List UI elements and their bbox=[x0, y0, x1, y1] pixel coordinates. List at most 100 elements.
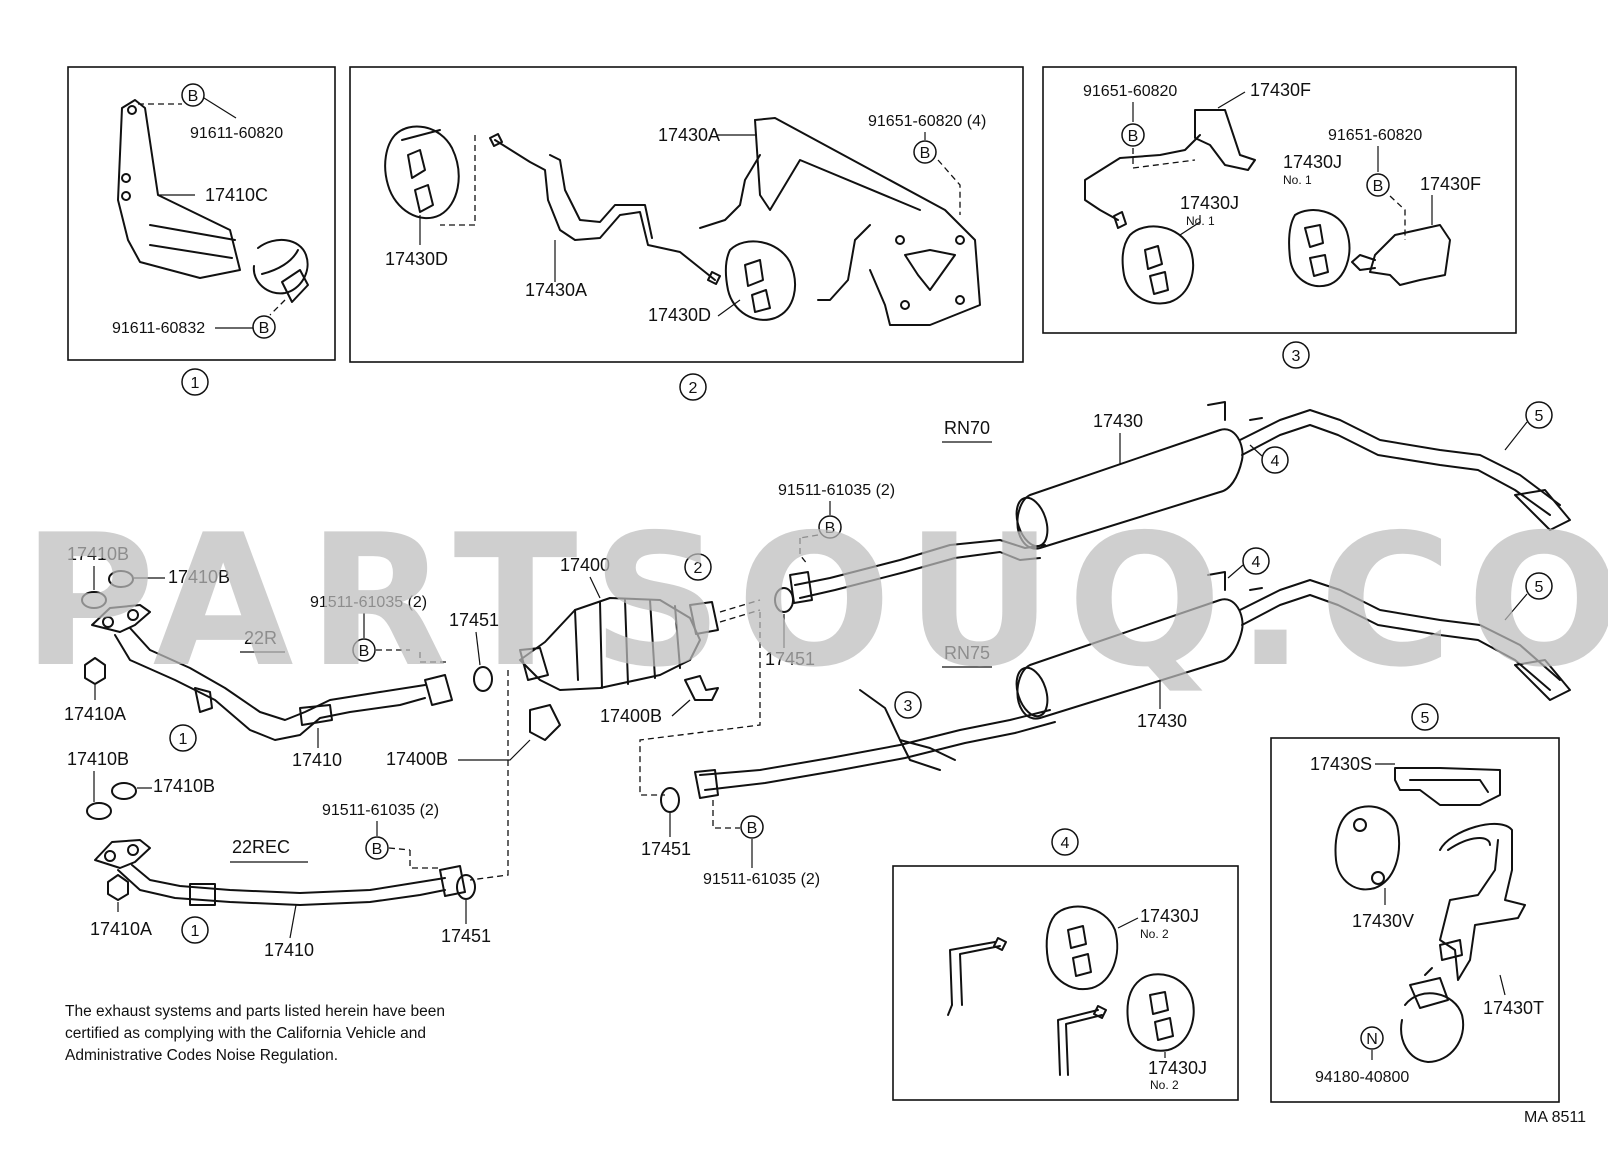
label-17410b-1: 17410B bbox=[67, 544, 129, 564]
bracket-17430f-bottom-drawing bbox=[1351, 224, 1451, 286]
rubber-17430j-no1-right-drawing bbox=[1288, 209, 1351, 288]
label-17400b-2: 17400B bbox=[386, 749, 448, 769]
note-line-3: Administrative Codes Noise Regulation. bbox=[65, 1047, 338, 1064]
muffler-rn75-drawing bbox=[1015, 571, 1571, 720]
label-91651-60820-a: 91651-60820 bbox=[1083, 83, 1177, 100]
label-17430j-a-sub: No. 1 bbox=[1186, 214, 1215, 228]
muffler-rn70-drawing bbox=[1015, 401, 1571, 550]
hanger-rods-drawing bbox=[947, 937, 1107, 1076]
ref-1a: 1 bbox=[179, 731, 188, 748]
panel-2-number: 2 bbox=[689, 380, 698, 397]
ref-1b: 1 bbox=[191, 923, 200, 940]
b-badge-p3b bbox=[1366, 173, 1390, 197]
ref-circle-1a bbox=[169, 724, 197, 752]
b-badge-main-2-text: B bbox=[372, 841, 383, 858]
label-17451-2: 17451 bbox=[765, 649, 815, 669]
panel-5-number-circle bbox=[1411, 703, 1439, 731]
note-line-1: The exhaust systems and parts listed her… bbox=[65, 1003, 445, 1020]
bracket-17430f-top-drawing bbox=[1084, 109, 1256, 229]
ref-3: 3 bbox=[904, 698, 913, 715]
ref-circle-3 bbox=[894, 691, 922, 719]
main-assembly: 17410B 17410B 17410A 1 22R 17410 91511-6… bbox=[64, 401, 1571, 960]
label-17430v: 17430V bbox=[1352, 911, 1414, 931]
b-badge-main-3 bbox=[818, 515, 842, 539]
rubber-17430j-no2-top-drawing bbox=[1045, 905, 1119, 991]
panel-4-frame bbox=[892, 865, 1239, 1101]
panel-2: 17430D 17430A 17430A 17430D 91651-60820 … bbox=[349, 66, 1024, 401]
center-pipe-drawing bbox=[694, 539, 1056, 799]
converter-17400-drawing bbox=[519, 597, 719, 741]
panel-5-frame bbox=[1270, 737, 1560, 1103]
label-17451-3: 17451 bbox=[641, 839, 691, 859]
label-17430t: 17430T bbox=[1483, 998, 1544, 1018]
label-17430a-2: 17430A bbox=[525, 280, 587, 300]
n-badge-p5 bbox=[1360, 1026, 1384, 1050]
panel-1: B 91611-60820 17410C 91611-60832 B 1 bbox=[67, 66, 336, 396]
rubber-17430v-drawing bbox=[1334, 805, 1401, 891]
label-91511-61035-1: 91511-61035 (2) bbox=[310, 594, 427, 611]
rubber-17430d-left-drawing bbox=[384, 125, 460, 220]
label-17430-1: 17430 bbox=[1093, 411, 1143, 431]
label-17410b-2: 17410B bbox=[168, 567, 230, 587]
panel-4-number-circle bbox=[1051, 828, 1079, 856]
label-17410a-1: 17410A bbox=[64, 704, 126, 724]
ref-5a: 5 bbox=[1535, 408, 1544, 425]
b-badge-p1b-text: B bbox=[259, 320, 270, 337]
label-91511-61035-2: 91511-61035 (2) bbox=[322, 802, 439, 819]
rubber-17430j-no1-left-drawing bbox=[1121, 225, 1195, 305]
label-17410b-3: 17410B bbox=[67, 749, 129, 769]
diagram-code: MA 8511 bbox=[1524, 1109, 1586, 1126]
panel-2-frame bbox=[349, 66, 1024, 363]
label-rn70: RN70 bbox=[944, 418, 990, 438]
b-badge-main-1 bbox=[352, 638, 376, 662]
ref-circle-5a bbox=[1525, 401, 1553, 429]
label-17400b-1: 17400B bbox=[600, 706, 662, 726]
ref-4b: 4 bbox=[1252, 554, 1261, 571]
b-badge-main-4 bbox=[740, 815, 764, 839]
ref-circle-4b bbox=[1242, 547, 1270, 575]
hanger-17430s-drawing bbox=[1394, 767, 1501, 806]
label-17430a-1: 17430A bbox=[658, 125, 720, 145]
label-17410a-2: 17410A bbox=[90, 919, 152, 939]
certification-note: The exhaust systems and parts listed her… bbox=[65, 1003, 445, 1064]
ref-5b: 5 bbox=[1535, 579, 1544, 596]
b-badge-p1a bbox=[181, 83, 205, 107]
ref-circle-1b bbox=[181, 916, 209, 944]
b-badge-main-2 bbox=[365, 836, 389, 860]
label-17430j-d: 17430J bbox=[1148, 1058, 1207, 1078]
panel-4-number: 4 bbox=[1061, 835, 1070, 852]
label-17430j-a: 17430J bbox=[1180, 193, 1239, 213]
b-badge-p2 bbox=[913, 140, 937, 164]
panel-3-number: 3 bbox=[1292, 348, 1301, 365]
panel-5-number: 5 bbox=[1421, 710, 1430, 727]
label-17410-1: 17410 bbox=[292, 750, 342, 770]
panel-1-frame bbox=[67, 66, 336, 361]
label-17430j-b: 17430J bbox=[1283, 152, 1342, 172]
panel-4: 4 17430J No. 2 17430J No. 2 bbox=[892, 828, 1239, 1101]
rubber-17430d-right-drawing bbox=[724, 240, 796, 321]
panel-2-number-circle bbox=[679, 373, 707, 401]
note-line-2: certified as complying with the Californ… bbox=[65, 1025, 426, 1042]
n-badge-p5-text: N bbox=[1366, 1031, 1378, 1048]
label-17410b-4: 17410B bbox=[153, 776, 215, 796]
b-badge-p3b-text: B bbox=[1373, 178, 1384, 195]
b-badge-p3a bbox=[1121, 123, 1145, 147]
hanger-17430t-drawing bbox=[1439, 822, 1526, 981]
front-pipe-22rec-drawing bbox=[94, 839, 466, 906]
clamp-94180-40800-drawing bbox=[1400, 967, 1465, 1063]
ref-2: 2 bbox=[694, 560, 703, 577]
label-17430d-1: 17430D bbox=[385, 249, 448, 269]
label-91651-60820-4: 91651-60820 (4) bbox=[868, 113, 986, 130]
b-badge-p3a-text: B bbox=[1128, 128, 1139, 145]
front-pipe-22r-drawing bbox=[91, 604, 453, 741]
label-17430f-2: 17430F bbox=[1420, 174, 1481, 194]
label-17430j-d-sub: No. 2 bbox=[1150, 1078, 1179, 1092]
label-17430j-c-sub: No. 2 bbox=[1140, 927, 1169, 941]
label-17430j-c: 17430J bbox=[1140, 906, 1199, 926]
label-17451-1: 17451 bbox=[449, 610, 499, 630]
panel-3-number-circle bbox=[1282, 341, 1310, 369]
b-badge-main-4-text: B bbox=[747, 820, 758, 837]
label-17451-4: 17451 bbox=[441, 926, 491, 946]
label-22rec: 22REC bbox=[232, 837, 290, 857]
